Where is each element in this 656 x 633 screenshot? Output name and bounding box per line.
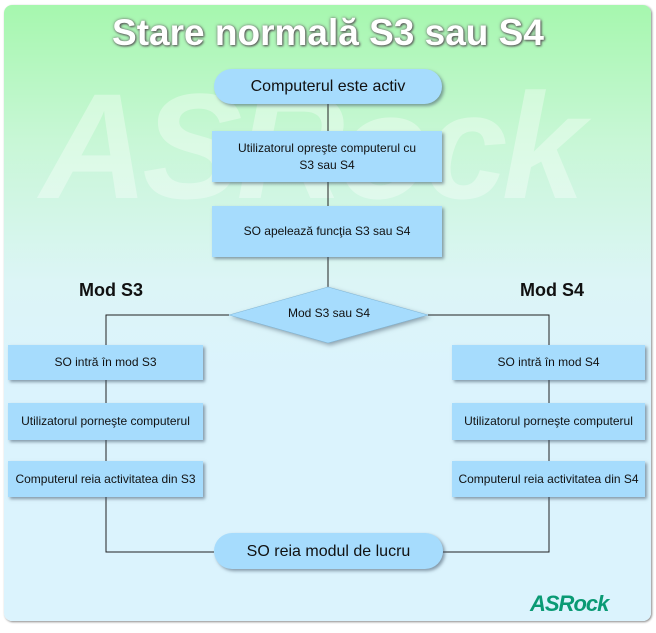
s3-step: SO intră în mod S3 <box>8 345 203 380</box>
mode-s3-label: Mod S3 <box>79 280 144 300</box>
connector <box>443 497 550 553</box>
decision-label: Mod S3 sau S4 <box>287 306 371 320</box>
asrock-logo: ASRock <box>530 591 609 616</box>
step-os-call: SO apelează funcţia S3 sau S4 <box>212 206 442 257</box>
diagram-title: Stare normală S3 sau S4 <box>112 12 544 53</box>
mode-s4-label: Mod S4 <box>520 280 585 300</box>
connector <box>105 314 229 345</box>
s3-step: Utilizatorul porneşte computerul <box>8 403 203 440</box>
s4-step: SO intră în mod S4 <box>452 345 645 380</box>
connector <box>428 314 550 345</box>
step-shutdown: Utilizatorul opreşte computerul cu S3 sa… <box>212 131 442 182</box>
s4-step: Utilizatorul porneşte computerul <box>452 403 645 440</box>
end-node: SO reia modul de lucru <box>214 533 443 569</box>
start-node: Computerul este activ <box>214 69 442 104</box>
s3-step: Computerul reia activitatea din S3 <box>8 461 203 497</box>
s4-step: Computerul reia activitatea din S4 <box>452 461 645 497</box>
connector <box>105 497 214 553</box>
decision-diamond <box>228 286 429 344</box>
